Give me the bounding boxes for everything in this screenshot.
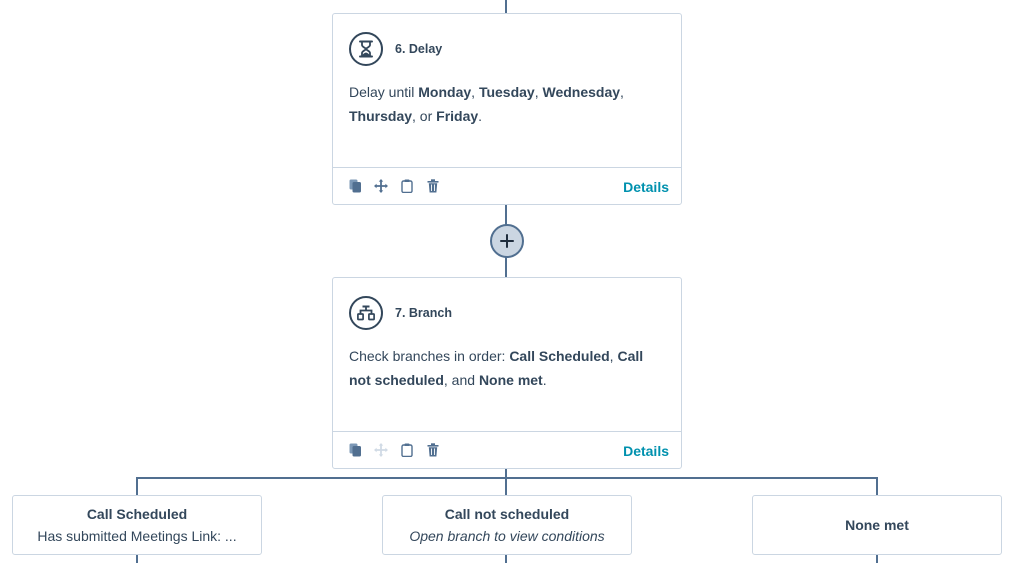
step-title: 7. Branch bbox=[395, 306, 452, 320]
connector-delay-to-add bbox=[505, 205, 507, 225]
branch-name: None met bbox=[845, 517, 909, 533]
copy-icon[interactable] bbox=[347, 178, 363, 194]
connector-branch-left bbox=[136, 477, 138, 495]
trash-icon[interactable] bbox=[425, 178, 441, 194]
clipboard-icon[interactable] bbox=[399, 178, 415, 194]
details-link[interactable]: Details bbox=[623, 443, 669, 459]
step-description: Delay until Monday, Tuesday, Wednesday, … bbox=[349, 84, 624, 124]
card-header: 7. Branch bbox=[349, 296, 452, 330]
connector-branch-down bbox=[505, 469, 507, 479]
connector-top bbox=[505, 0, 507, 13]
branch-action-card[interactable]: 7. Branch Check branches in order: Call … bbox=[332, 277, 682, 469]
delay-action-card[interactable]: 6. Delay Delay until Monday, Tuesday, We… bbox=[332, 13, 682, 205]
step-description: Check branches in order: Call Scheduled,… bbox=[349, 348, 644, 388]
connector-out-left bbox=[136, 555, 138, 563]
copy-icon[interactable] bbox=[347, 442, 363, 458]
trash-icon[interactable] bbox=[425, 442, 441, 458]
plus-icon bbox=[500, 234, 514, 248]
add-action-button[interactable] bbox=[490, 224, 524, 258]
move-icon bbox=[373, 442, 389, 458]
branch-call-scheduled[interactable]: Call Scheduled Has submitted Meetings Li… bbox=[12, 495, 262, 555]
connector-out-right bbox=[876, 555, 878, 563]
branch-name: Call Scheduled bbox=[86, 506, 188, 522]
branch-description: Has submitted Meetings Link: ... bbox=[37, 528, 237, 544]
hourglass-icon bbox=[349, 32, 383, 66]
move-icon[interactable] bbox=[373, 178, 389, 194]
branch-none-met[interactable]: None met bbox=[752, 495, 1002, 555]
card-toolbar: Details bbox=[333, 167, 681, 204]
connector-branch-right bbox=[876, 477, 878, 495]
card-toolbar: Details bbox=[333, 431, 681, 468]
branch-description: Open branch to view conditions bbox=[409, 528, 605, 544]
clipboard-icon[interactable] bbox=[399, 442, 415, 458]
branch-name: Call not scheduled bbox=[444, 506, 570, 522]
connector-add-to-branch bbox=[505, 257, 507, 278]
details-link[interactable]: Details bbox=[623, 179, 669, 195]
connector-branch-center bbox=[505, 477, 507, 495]
branch-call-not-scheduled[interactable]: Call not scheduled Open branch to view c… bbox=[382, 495, 632, 555]
connector-out-center bbox=[505, 555, 507, 563]
card-header: 6. Delay bbox=[349, 32, 442, 66]
branch-icon bbox=[349, 296, 383, 330]
step-title: 6. Delay bbox=[395, 42, 443, 56]
connector-branch-horizontal bbox=[136, 477, 878, 479]
